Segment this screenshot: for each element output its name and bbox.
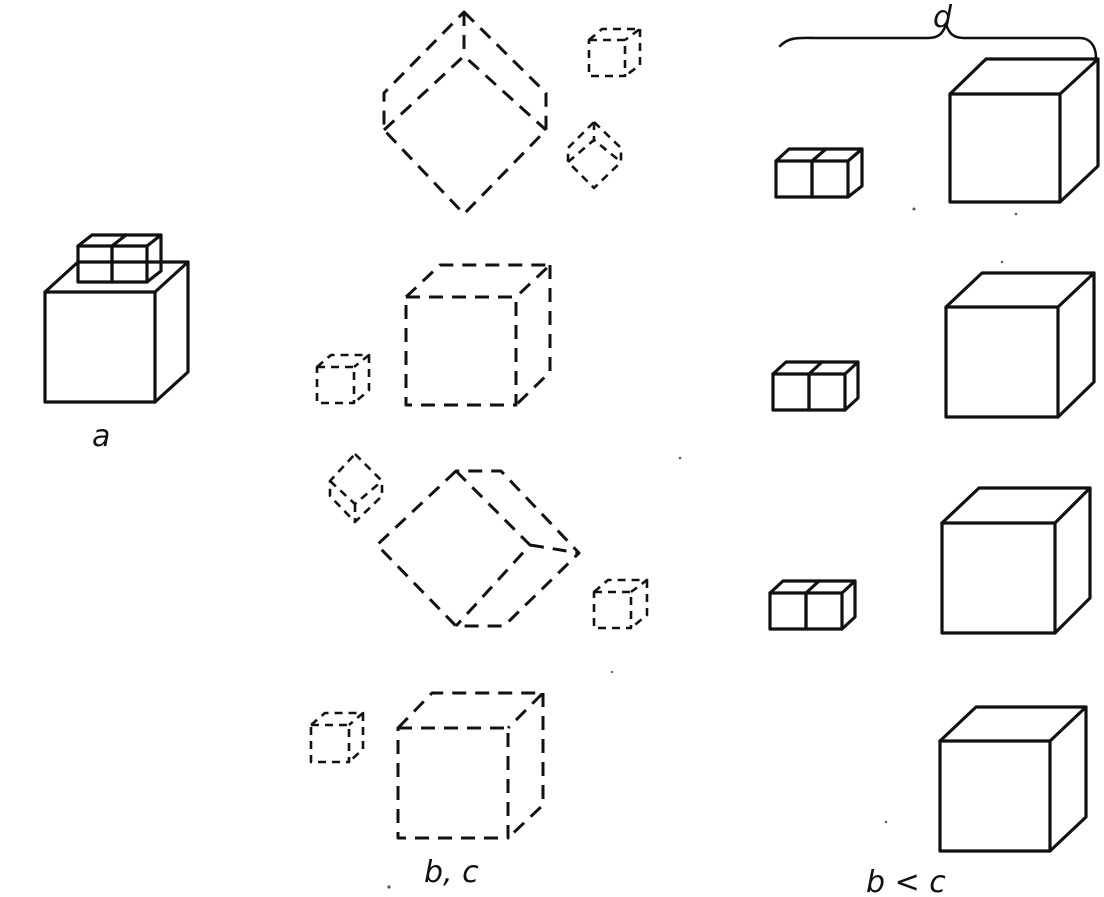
panel-bc-row1-small-dashed-cube-rotated: [566, 120, 623, 190]
panel-d-bracket: [778, 22, 1098, 60]
panel-d-row2-large-cube: [944, 271, 1096, 419]
panel-bc-row1-large-dashed-cube: [382, 10, 548, 216]
label-b-less-c: b < c: [866, 865, 946, 897]
panel-bc-row1-small-dashed-cube-upright: [587, 27, 642, 78]
panel-a-assembly: [43, 233, 190, 404]
panel-d-row4-large-cube: [938, 705, 1088, 853]
panel-d-row1-small-cube-pair: [774, 147, 864, 199]
panel-bc-row2-large-dashed-cube: [404, 263, 552, 407]
panel-bc-row4-small-dashed-cube: [309, 711, 365, 764]
panel-bc-row3-small-dashed-cube-upright: [592, 578, 649, 630]
panel-bc-row4-large-dashed-cube: [396, 691, 545, 840]
panel-bc-row2-small-dashed-cube: [315, 353, 371, 405]
panel-a-large-cube: [43, 260, 190, 404]
panel-a-small-cube-pair: [76, 233, 163, 284]
panel-d-row3-large-cube: [940, 486, 1092, 635]
label-bc: b, c: [424, 855, 479, 890]
panel-bc-row3-large-dashed-cube: [375, 469, 581, 628]
scan-specks: [387, 207, 1018, 889]
panel-bc-row3-small-dashed-cube-rotated: [328, 452, 384, 524]
panel-d-row2-small-cube-pair: [771, 360, 860, 412]
label-a: a: [92, 419, 110, 454]
panel-d-row1-large-cube: [948, 57, 1100, 204]
label-d: d: [933, 0, 953, 35]
panel-d-row3-small-cube-pair: [768, 579, 857, 631]
